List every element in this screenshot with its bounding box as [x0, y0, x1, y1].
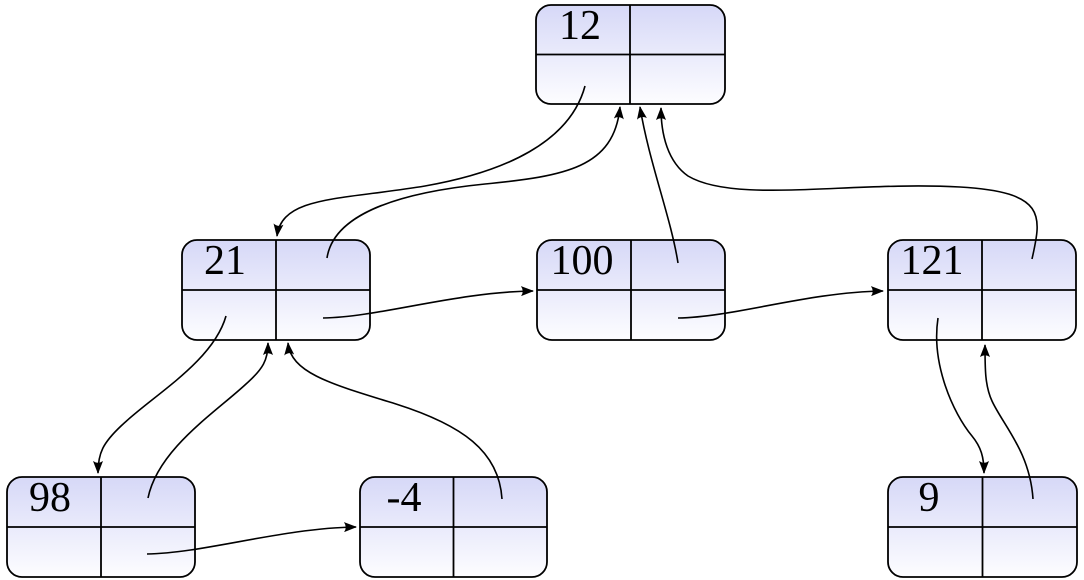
node-121-value: 121 [901, 238, 964, 284]
node-minus4-value: -4 [387, 475, 422, 521]
edge-parent-98-to-21 [147, 342, 273, 499]
node-21-value: 21 [204, 238, 246, 284]
node-12-value: 12 [559, 3, 601, 49]
edge-parent-21-to-12 [326, 106, 624, 259]
edge-sibling-100-to-121 [677, 286, 884, 319]
node-98-value: 98 [29, 475, 71, 521]
node-100-value: 100 [551, 238, 614, 284]
node-9: 9 [887, 475, 1078, 578]
node-121: 121 [887, 238, 1077, 341]
node-9-value: 9 [919, 475, 940, 521]
edges [93, 85, 1038, 555]
edge-child-121-to-9 [935, 317, 989, 474]
node-minus4: -4 [359, 475, 548, 578]
edge-sibling-21-to-100 [322, 286, 534, 319]
node-98: 98 [6, 475, 196, 578]
edge-parent-9-to-121 [980, 344, 1034, 500]
node-12: 12 [535, 3, 726, 105]
edge-parent-minus4-to-21 [284, 342, 503, 500]
edge-parent-100-to-12 [637, 106, 679, 264]
edge-sibling-98-to-minus4 [146, 522, 357, 555]
edge-child-12-to-21 [273, 85, 586, 237]
edge-child-21-to-98 [93, 315, 227, 474]
edge-parent-121-to-12 [656, 107, 1038, 260]
node-21: 21 [181, 238, 371, 341]
node-100: 100 [536, 238, 726, 341]
